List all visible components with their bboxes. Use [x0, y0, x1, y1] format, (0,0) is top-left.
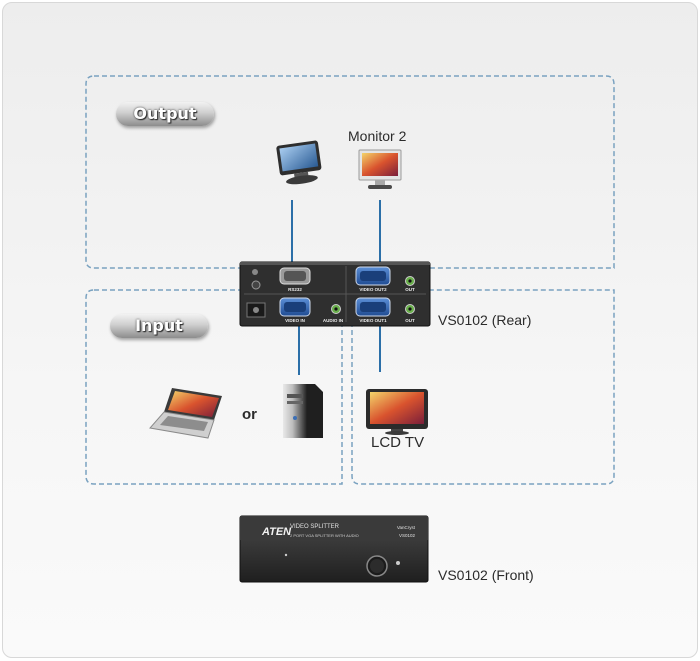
front-model-brand: VanCryst [397, 525, 416, 530]
output-label: Output [116, 102, 214, 126]
lcd-tv-label: LCD TV [371, 434, 425, 451]
monitor2-icon [358, 149, 402, 189]
rs232-label: RS232 [288, 287, 302, 292]
input-label: Input [110, 314, 208, 338]
rear-label: VS0102 (Rear) [438, 312, 532, 328]
front-brand: ATEN [261, 526, 292, 538]
tower-pc-icon [283, 384, 323, 438]
video-in-label: VIDEO IN [285, 318, 305, 323]
or-label: or [242, 406, 257, 423]
output-region-border [85, 75, 615, 269]
video-out1-label: VIDEO OUT1 [359, 318, 387, 323]
monitor2-label: Monitor 2 [348, 128, 407, 144]
monitor1-icon [276, 140, 322, 185]
rear-panel-device: RS232 VIDEO OUT2 OUT VIDEO IN AUDIO IN V… [239, 261, 431, 327]
out-top-label: OUT [405, 287, 415, 292]
connection-lines [291, 200, 381, 375]
video-out2-label: VIDEO OUT2 [359, 287, 387, 292]
laptop-icon [149, 388, 222, 439]
lcd-tv-icon [366, 389, 428, 435]
front-label: VS0102 (Front) [438, 567, 534, 583]
front-panel-device: ATEN VIDEO SPLITTER 2 PORT VGA SPLITTER … [239, 515, 429, 583]
front-model: VS0102 [399, 533, 416, 538]
output1-region-border [351, 289, 615, 485]
audio-in-label: AUDIO IN [323, 318, 343, 323]
out-bottom-label: OUT [405, 318, 415, 323]
front-subtitle: 2 PORT VGA SPLITTER WITH AUDIO [290, 533, 359, 538]
input-region-border [85, 289, 343, 485]
front-title: VIDEO SPLITTER [290, 524, 340, 530]
